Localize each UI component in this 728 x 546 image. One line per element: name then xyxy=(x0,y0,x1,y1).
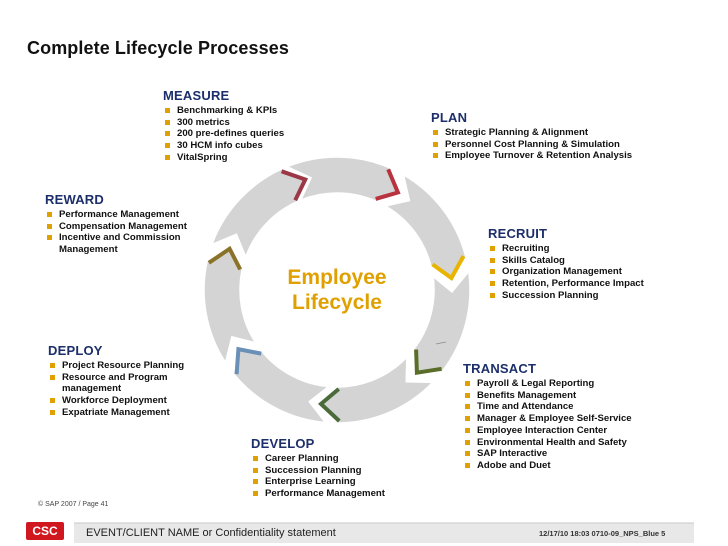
phase-item: Benchmarking & KPIs xyxy=(163,105,284,117)
phase-item: Enterprise Learning xyxy=(251,476,385,488)
phase-item: 200 pre-defines queries xyxy=(163,128,284,140)
ring-accent-develop xyxy=(234,346,262,375)
phase-heading: DEPLOY xyxy=(48,343,103,358)
footer-meta: 12/17/10 18:03 0710-09_NPS_Blue 5 xyxy=(539,529,666,538)
phase-item: Performance Management xyxy=(45,209,197,221)
phase-item: Succession Planning xyxy=(488,290,644,302)
phase-heading: REWARD xyxy=(45,192,104,207)
ring-segment-reward xyxy=(210,167,309,259)
ring-segment-develop xyxy=(232,346,331,424)
center-title-line1: Employee xyxy=(287,266,386,289)
phase-item: VitalSpring xyxy=(163,152,284,164)
phase-item: SAP Interactive xyxy=(463,448,632,460)
csc-logo: CSC xyxy=(26,522,64,540)
ring-accent-measure xyxy=(375,168,401,201)
page-title: Complete Lifecycle Processes xyxy=(27,38,289,58)
ring-segment-deploy xyxy=(203,245,258,365)
phase-item: Expatriate Management xyxy=(48,407,198,419)
phase-item: Resource and Program management xyxy=(48,372,198,395)
phase-heading: PLAN xyxy=(431,110,468,125)
connector-line xyxy=(435,341,447,345)
phase-item: Organization Management xyxy=(488,266,644,278)
phase-item: Project Resource Planning xyxy=(48,360,198,372)
phase-item: Employee Turnover & Retention Analysis xyxy=(431,150,632,162)
ring-segment-recruit xyxy=(412,269,471,375)
phase-item: Compensation Management xyxy=(45,221,197,233)
footer-bar xyxy=(0,520,728,546)
phase-item: Recruiting xyxy=(488,243,644,255)
center-title-line2: Lifecycle xyxy=(292,291,382,314)
phase-heading: RECRUIT xyxy=(488,226,548,241)
phase-item: Workforce Deployment xyxy=(48,395,198,407)
phase-item: Payroll & Legal Reporting xyxy=(463,378,632,390)
phase-item: 300 metrics xyxy=(163,117,284,129)
phase-item: Employee Interaction Center xyxy=(463,425,632,437)
phase-heading: MEASURE xyxy=(163,88,230,103)
phase-item: Performance Management xyxy=(251,488,385,500)
phase-item: 30 HCM info cubes xyxy=(163,140,284,152)
phase-item: Retention, Performance Impact xyxy=(488,278,644,290)
ring-accent-reward xyxy=(280,169,309,202)
ring-accent-deploy xyxy=(207,245,242,271)
phase-item: Strategic Planning & Alignment xyxy=(431,127,632,139)
copyright-note: © SAP 2007 / Page 41 xyxy=(38,501,109,508)
confidentiality-statement: EVENT/CLIENT NAME or Confidentiality sta… xyxy=(86,527,336,539)
ring-accent-plan xyxy=(431,255,466,281)
lifecycle-ring xyxy=(203,156,471,424)
phase-item: Benefits Management xyxy=(463,390,632,402)
phase-item: Adobe and Duet xyxy=(463,460,632,472)
phase-item: Incentive and Commission Management xyxy=(45,232,197,255)
phase-item: Personnel Cost Planning & Simulation xyxy=(431,139,632,151)
phase-item: Career Planning xyxy=(251,453,385,465)
phase-item: Time and Attendance xyxy=(463,401,632,413)
phase-item: Skills Catalog xyxy=(488,255,644,267)
phase-heading: DEVELOP xyxy=(251,436,315,451)
phase-heading: TRANSACT xyxy=(463,361,537,376)
phase-item: Manager & Employee Self-Service xyxy=(463,413,632,425)
ring-accent-transact xyxy=(317,387,341,423)
ring-accent-recruit xyxy=(414,349,442,376)
phase-item: Succession Planning xyxy=(251,465,385,477)
phase-item: Environmental Health and Safety xyxy=(463,437,632,449)
